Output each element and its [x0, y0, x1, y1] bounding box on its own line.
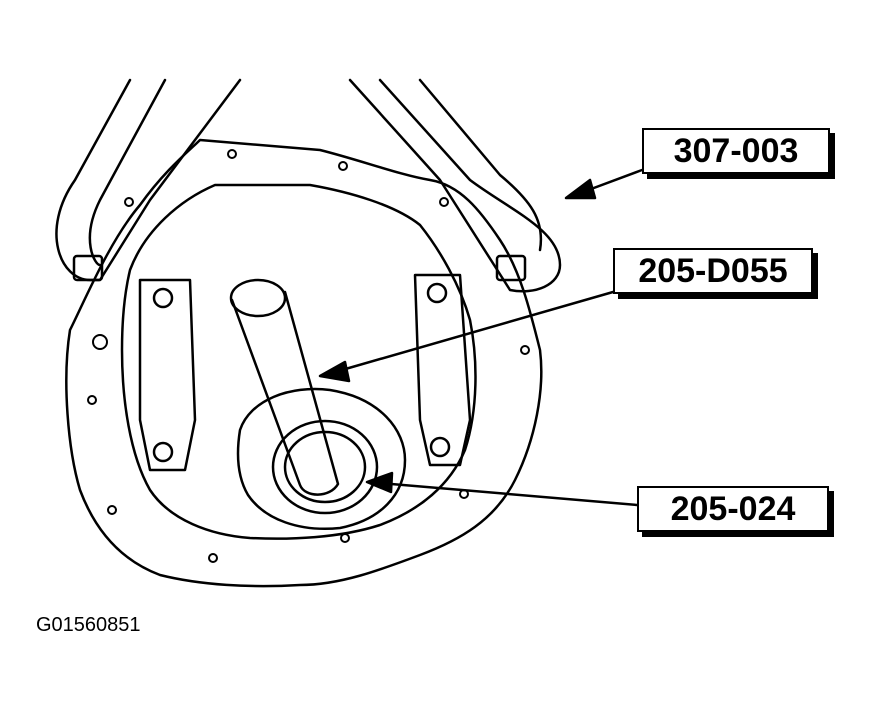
callout-label: 205-024 [670, 490, 796, 528]
bearing-cup-205-024 [271, 419, 379, 515]
carrier [236, 387, 407, 530]
callout-307-003: 307-003 [642, 128, 830, 174]
bearing-caps [138, 273, 472, 472]
callout-label: 307-003 [673, 132, 799, 170]
housing-flange [65, 138, 543, 588]
figure-id: G01560851 [36, 614, 141, 636]
handle-205-d055 [229, 278, 340, 496]
flange-bolt-holes [87, 149, 530, 563]
callout-205-d055: 205-D055 [613, 248, 813, 294]
callout-label: 205-D055 [638, 252, 788, 290]
spreader-tool-307-003 [55, 78, 562, 293]
callout-205-024: 205-024 [637, 486, 829, 532]
leader-arrows [318, 168, 644, 507]
